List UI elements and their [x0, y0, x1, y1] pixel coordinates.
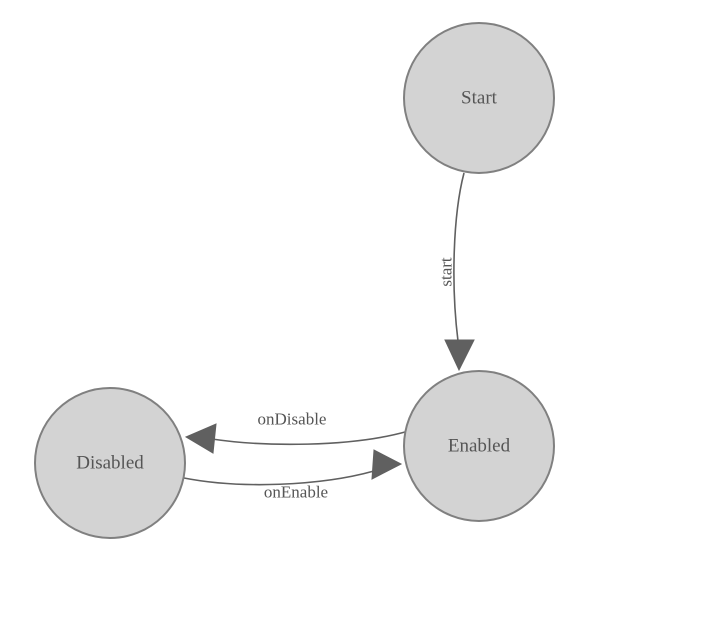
state-node-enabled[interactable]: Enabled [403, 370, 555, 522]
edge-label-onenable: onEnable [264, 483, 328, 502]
state-node-enabled-circle [403, 370, 555, 522]
arrowhead-into-enabled-top [444, 339, 475, 372]
arrowhead-into-disabled [184, 423, 217, 454]
edge-start-to-enabled-path [453, 172, 465, 342]
edge-enabled-to-disabled-path [211, 431, 406, 446]
state-node-disabled[interactable]: Disabled [34, 387, 186, 539]
edge-label-start: start [437, 257, 456, 287]
state-node-start[interactable]: Start [403, 22, 555, 174]
edge-label-ondisable: onDisable [258, 410, 327, 429]
edge-start-to-enabled[interactable]: start [437, 172, 475, 372]
state-node-start-label: Start [461, 88, 498, 109]
edge-disabled-to-enabled[interactable]: onEnable [183, 449, 403, 502]
state-node-enabled-label: Enabled [448, 436, 511, 457]
state-node-disabled-circle [34, 387, 186, 539]
state-node-start-circle [403, 22, 555, 174]
edge-disabled-to-enabled-path [183, 470, 375, 486]
state-node-disabled-label: Disabled [76, 453, 144, 474]
edge-enabled-to-disabled[interactable]: onDisable [184, 410, 406, 454]
arrowhead-into-enabled-left [371, 449, 403, 480]
